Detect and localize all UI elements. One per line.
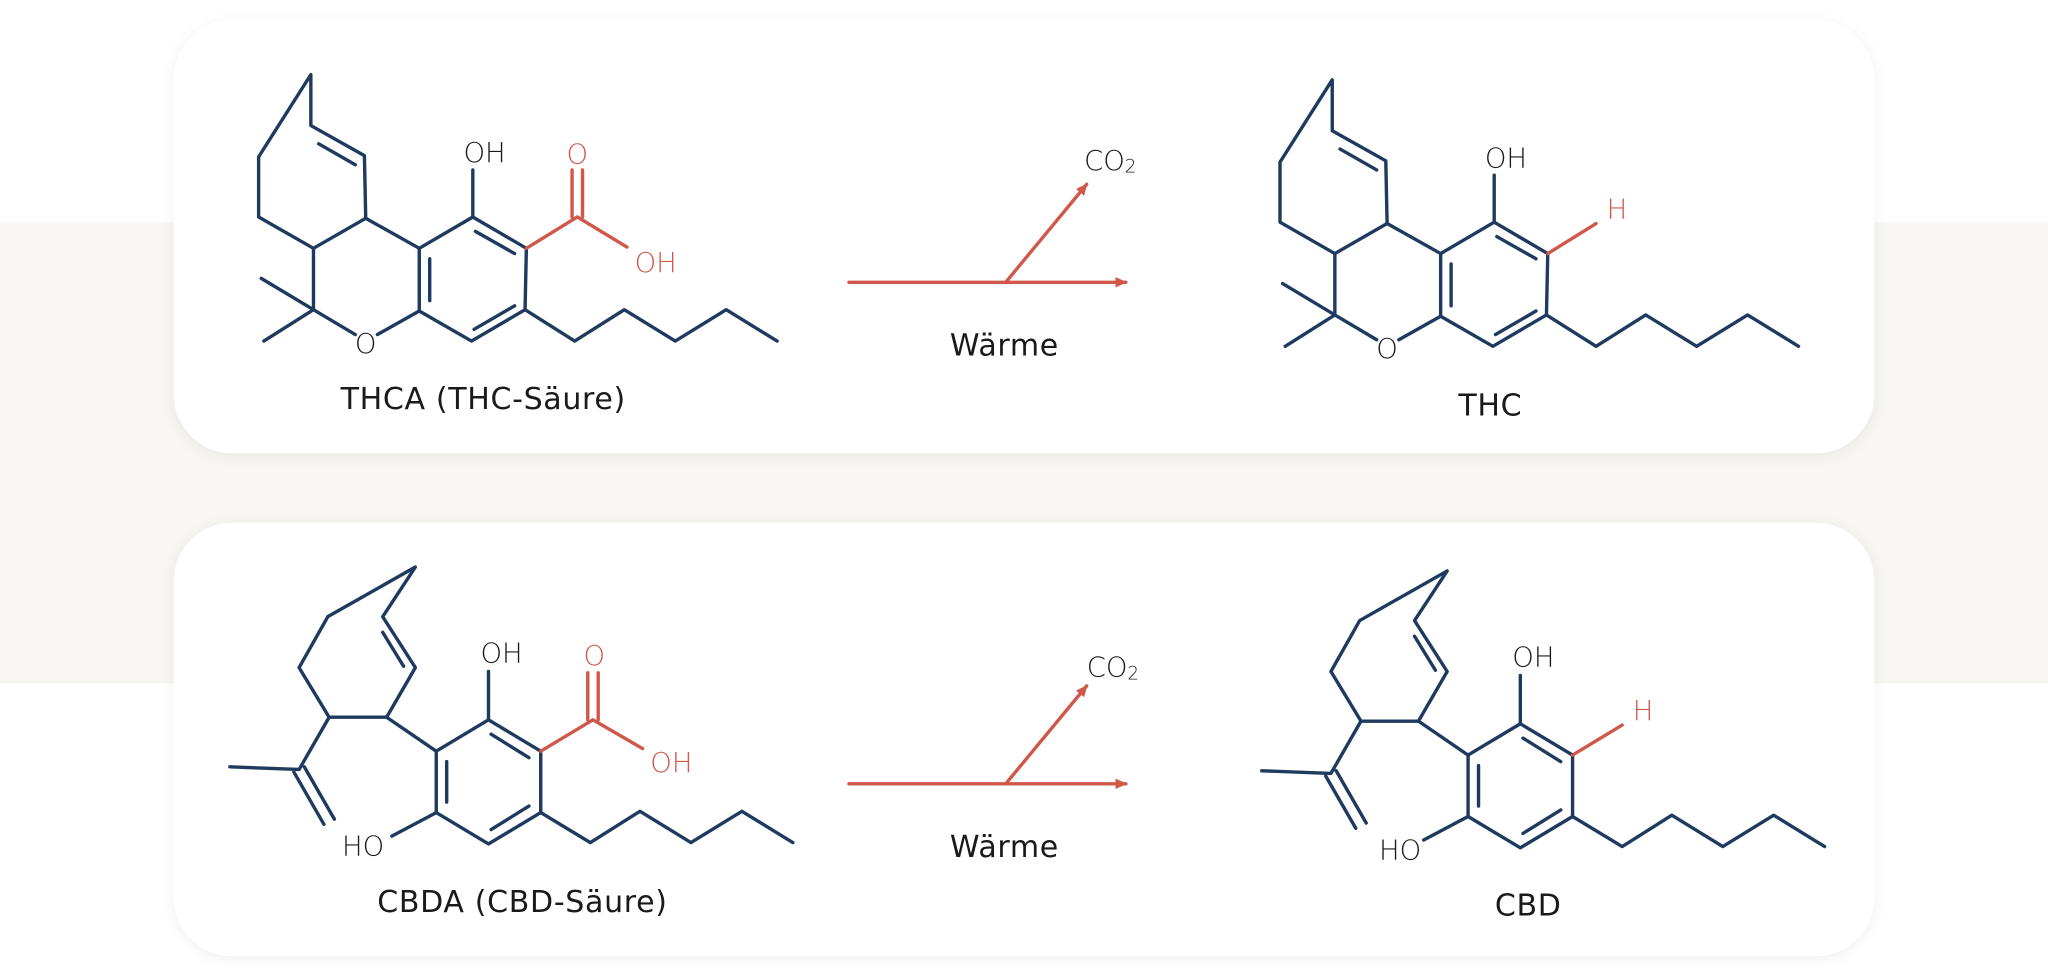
heat-label: Wärme [950,328,1059,363]
hydroxyl-label: OH [480,638,522,669]
hydrogen-label: H [1633,696,1654,727]
co2-label: CO2 [1087,653,1139,685]
heat-label: Wärme [950,830,1059,865]
acid-hydroxyl-label: OH [650,748,692,779]
reaction-card-thca [173,19,1875,454]
acid-hydroxyl-label: OH [635,248,677,279]
thc-name: THC [1457,389,1522,424]
hydroxyl-label: OH [1485,143,1527,174]
ring-oxygen-label: O [355,329,377,360]
carbonyl-oxygen-label: O [583,641,605,672]
cbd-name: CBD [1495,889,1562,924]
cbd-molecule: OH HO H [1260,569,1827,867]
hydroxyl-label: OH [1512,642,1554,673]
hydrogen-label: H [1607,194,1628,225]
cbda-molecule: OH HO O OH [228,565,795,863]
thc-molecule: O OH H [1278,78,1801,365]
cbda-name: CBDA (CBD-Säure) [377,885,667,920]
phenol-hydroxyl-label: HO [342,832,384,863]
ring-oxygen-label: O [1376,334,1398,365]
thca-name: THCA (THC-Säure) [340,382,626,417]
phenol-hydroxyl-label: HO [1379,836,1421,867]
reaction-arrow-2: CO2 Wärme [847,653,1139,865]
co2-label: CO2 [1084,146,1136,178]
hydroxyl-label: OH [463,138,505,169]
co2-release-arrow [1004,684,1089,786]
reaction-card-cbda [173,522,1875,957]
carbonyl-oxygen-label: O [567,139,589,170]
co2-release-arrow [1004,182,1089,284]
reaction-arrow-1: CO2 Wärme [847,146,1136,363]
thca-molecule: O OH O OH [256,72,779,360]
